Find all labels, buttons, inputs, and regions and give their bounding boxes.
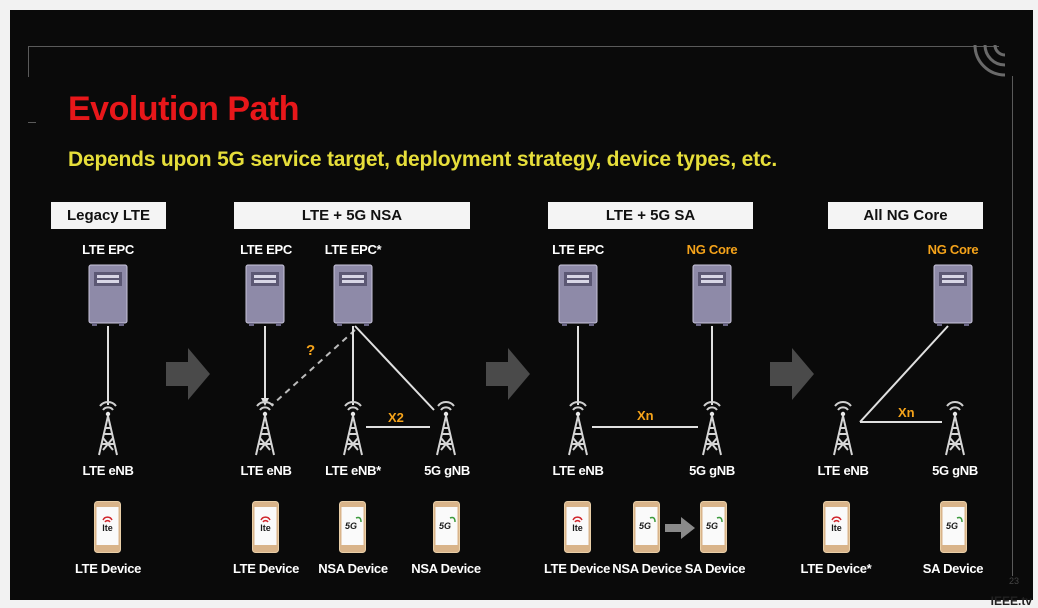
connection-lines xyxy=(107,325,949,428)
label-legacy-device: LTE Device xyxy=(74,561,142,576)
slide-subtitle: Depends upon 5G service target, deployme… xyxy=(68,148,777,171)
label-nsa-ran-2: LTE eNB* xyxy=(325,463,381,478)
label-sa-ran-2: 5G gNB xyxy=(689,463,735,478)
smartphone-icon: 5G xyxy=(940,501,967,553)
label-x2: X2 xyxy=(388,410,404,425)
label-ng-device-1: LTE Device* xyxy=(800,561,872,576)
cell-tower-icon xyxy=(695,400,729,456)
label-sa-core-1: LTE EPC xyxy=(552,242,604,257)
svg-text:5G: 5G xyxy=(639,521,651,531)
label-legacy-core: LTE EPC xyxy=(82,242,134,257)
right-arrow-icon xyxy=(770,348,814,400)
right-arrow-icon xyxy=(166,348,210,400)
label-sa-device-3: SA Device xyxy=(684,561,746,576)
smartphone-icon: lte xyxy=(252,501,279,553)
frame-left-tick xyxy=(28,122,36,124)
header-all-ng-core: All NG Core xyxy=(828,202,983,229)
label-question: ? xyxy=(306,342,316,359)
label-ng-ran-2: 5G gNB xyxy=(932,463,978,478)
label-nsa-device-2: NSA Device xyxy=(318,561,388,576)
svg-text:lte: lte xyxy=(102,523,113,533)
header-legacy-lte: Legacy LTE xyxy=(51,202,166,229)
svg-text:5G: 5G xyxy=(706,521,718,531)
svg-text:5G: 5G xyxy=(345,521,357,531)
page-number: 23 xyxy=(1008,576,1019,586)
cell-tower-icon xyxy=(938,400,972,456)
label-sa-ran-1: LTE eNB xyxy=(552,463,604,478)
svg-text:lte: lte xyxy=(260,523,271,533)
smartphone-icon: 5G xyxy=(433,501,460,553)
server-icon xyxy=(333,264,373,326)
svg-text:5G: 5G xyxy=(439,521,451,531)
smartphone-icon: lte xyxy=(94,501,121,553)
corner-arc-icon xyxy=(973,44,1006,77)
ieee-tv-watermark: IEEE.tv xyxy=(990,594,1032,608)
cell-tower-icon xyxy=(826,400,860,456)
smartphone-icon: 5G xyxy=(339,501,366,553)
frame-right xyxy=(1002,76,1013,576)
slide-title: Evolution Path xyxy=(68,90,300,128)
svg-text:5G: 5G xyxy=(946,521,958,531)
smartphone-icon: lte xyxy=(823,501,850,553)
label-sa-core-2: NG Core xyxy=(686,242,738,257)
server-icon xyxy=(88,264,128,326)
cell-tower-icon xyxy=(248,400,282,456)
cell-tower-icon xyxy=(336,400,370,456)
header-lte-5g-sa: LTE + 5G SA xyxy=(548,202,753,229)
right-arrow-icon xyxy=(486,348,530,400)
label-sa-device-1: LTE Device xyxy=(543,561,611,576)
label-nsa-ran-3: 5G gNB xyxy=(424,463,470,478)
slide: Evolution Path Depends upon 5G service t… xyxy=(10,10,1033,600)
smartphone-icon: lte xyxy=(564,501,591,553)
cell-tower-icon xyxy=(429,400,463,456)
label-sa-xn: Xn xyxy=(637,408,654,423)
header-lte-5g-nsa: LTE + 5G NSA xyxy=(234,202,470,229)
frame-top-left xyxy=(28,46,999,77)
label-ng-ran-1: LTE eNB xyxy=(817,463,869,478)
label-ng-core: NG Core xyxy=(927,242,979,257)
cell-tower-icon xyxy=(91,400,125,456)
label-ng-device-2: SA Device xyxy=(922,561,984,576)
label-nsa-device-3: NSA Device xyxy=(411,561,481,576)
smartphone-icon: 5G xyxy=(700,501,727,553)
svg-text:lte: lte xyxy=(831,523,842,533)
smartphone-icon: 5G xyxy=(633,501,660,553)
svg-text:lte: lte xyxy=(572,523,583,533)
label-legacy-ran: LTE eNB xyxy=(82,463,134,478)
device-upgrade-arrow-icon xyxy=(665,517,695,539)
server-icon xyxy=(558,264,598,326)
cell-tower-icon xyxy=(561,400,595,456)
label-nsa-ran-1: LTE eNB xyxy=(240,463,292,478)
label-nsa-core-2: LTE EPC* xyxy=(324,242,382,257)
label-sa-device-2: NSA Device xyxy=(612,561,682,576)
label-nsa-core-1: LTE EPC xyxy=(240,242,292,257)
server-icon xyxy=(692,264,732,326)
server-icon xyxy=(933,264,973,326)
label-nsa-device-1: LTE Device xyxy=(232,561,300,576)
label-ng-xn: Xn xyxy=(898,405,915,420)
server-icon xyxy=(245,264,285,326)
